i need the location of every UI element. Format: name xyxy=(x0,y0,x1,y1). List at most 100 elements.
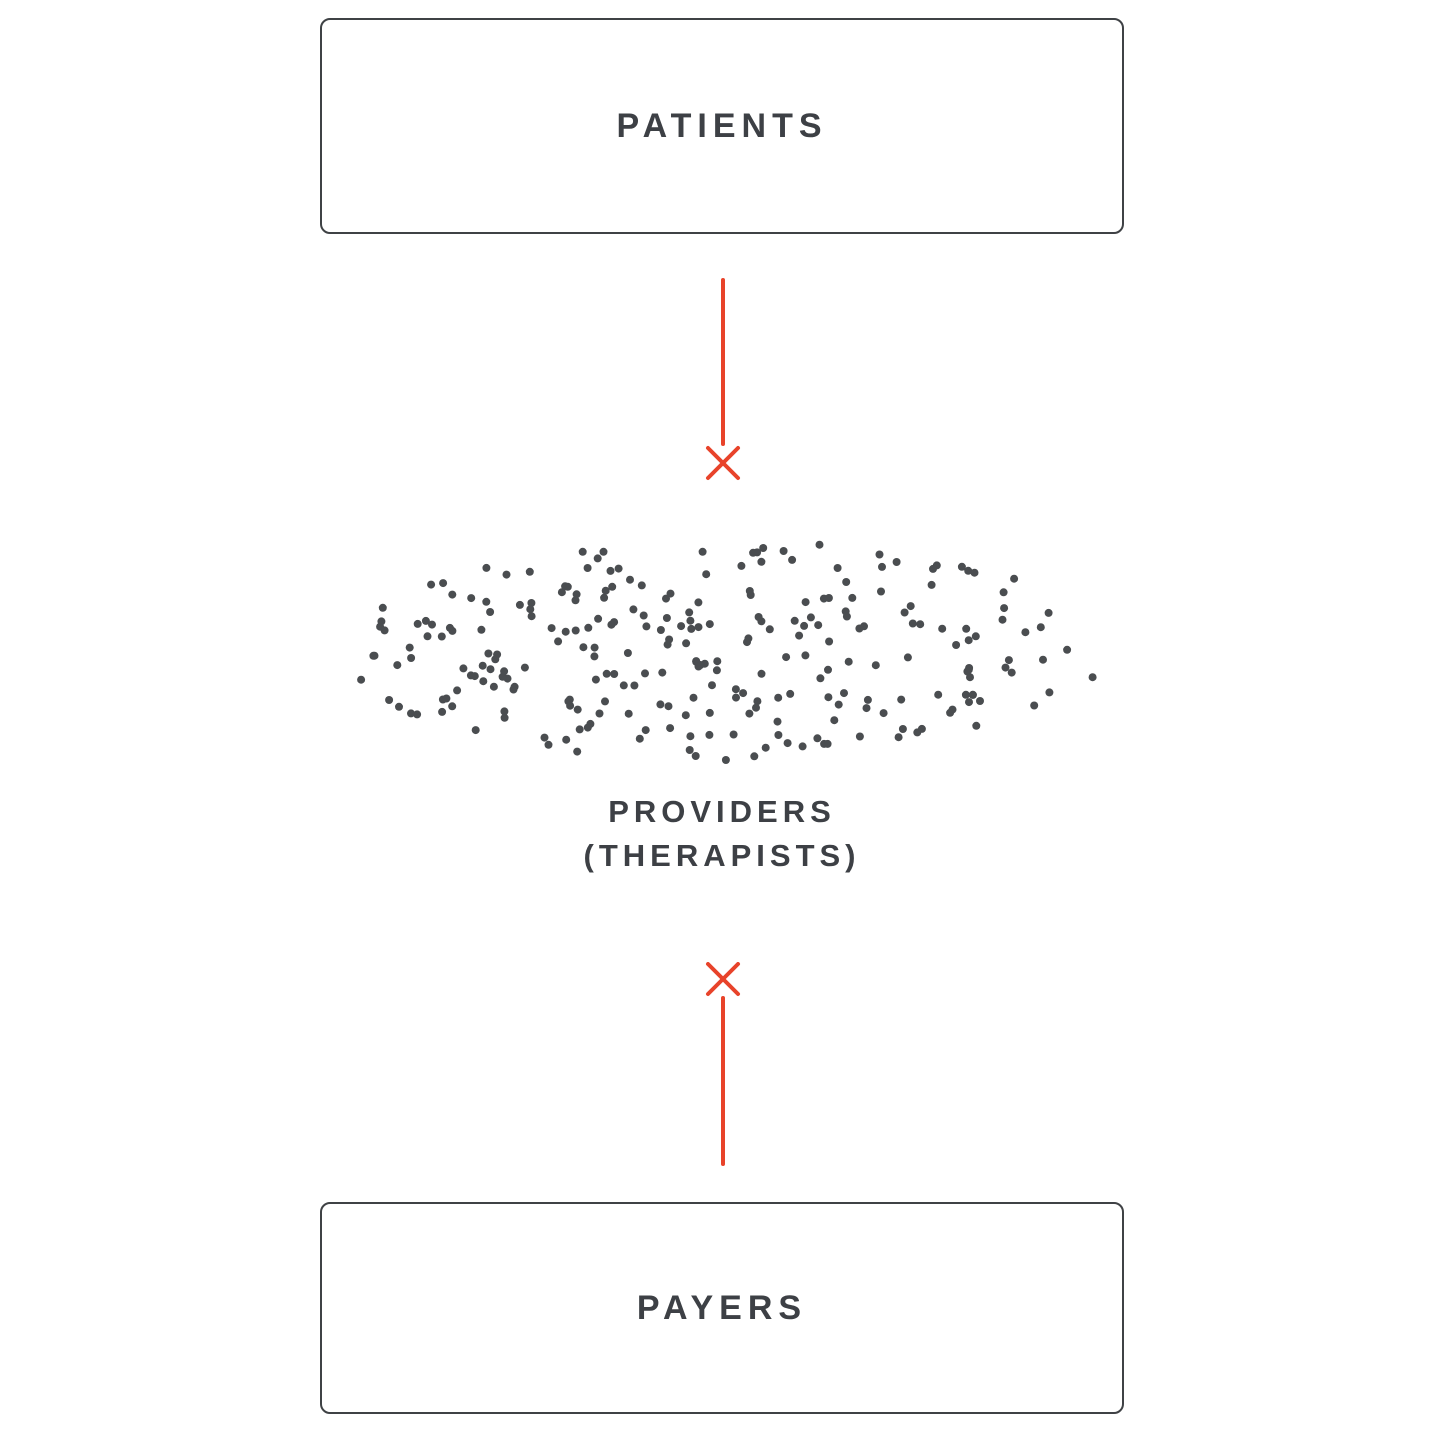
provider-dot xyxy=(478,661,487,670)
provider-dot xyxy=(906,602,915,611)
provider-dot xyxy=(834,700,843,709)
provider-dot xyxy=(686,732,695,741)
provider-dot xyxy=(968,690,977,699)
provider-dot xyxy=(438,707,447,716)
provider-dot xyxy=(578,547,587,556)
provider-dot xyxy=(694,623,703,632)
provider-dot xyxy=(413,619,422,628)
provider-dot xyxy=(898,725,907,733)
provider-dot xyxy=(685,608,694,617)
provider-dot xyxy=(666,724,675,733)
provider-dot xyxy=(795,631,804,640)
provider-dot xyxy=(1000,604,1009,613)
provider-dot xyxy=(500,707,509,716)
provider-dot xyxy=(927,580,936,589)
provider-dot xyxy=(705,708,714,717)
provider-dot xyxy=(962,624,971,633)
provider-dot xyxy=(629,605,638,614)
provider-dot xyxy=(437,632,446,641)
provider-dot xyxy=(774,693,783,702)
provider-dot xyxy=(656,626,665,634)
provider-dot xyxy=(658,668,667,677)
provider-dot xyxy=(800,621,809,630)
provider-dot xyxy=(573,705,582,714)
provider-dot xyxy=(413,710,422,719)
provider-dot xyxy=(378,603,387,612)
provider-dot xyxy=(467,594,476,603)
provider-dot xyxy=(1001,663,1010,672)
provider-dot xyxy=(393,661,402,670)
provider-dot xyxy=(965,698,973,707)
provider-dot xyxy=(689,693,698,702)
provider-dot xyxy=(571,596,580,605)
provider-dot xyxy=(952,641,961,649)
provider-dot xyxy=(642,622,651,631)
provider-dot xyxy=(713,657,722,666)
provider-dot xyxy=(665,635,674,644)
provider-dot xyxy=(579,643,588,652)
provider-dot xyxy=(682,639,691,648)
provider-dot xyxy=(565,695,574,704)
provider-dot xyxy=(1004,656,1013,665)
provider-dot xyxy=(786,689,795,698)
blocked-arrow-down-icon xyxy=(706,278,740,480)
provider-dot xyxy=(459,664,468,673)
provider-dot xyxy=(448,626,457,635)
provider-dot xyxy=(779,547,788,555)
provider-dot xyxy=(976,697,984,705)
provider-dot xyxy=(606,566,615,575)
provider-dot xyxy=(380,626,389,635)
provider-dot xyxy=(584,623,593,632)
provider-dot xyxy=(601,586,610,595)
provider-dot xyxy=(479,677,488,686)
provider-dot xyxy=(484,649,493,658)
provider-dot xyxy=(749,548,758,557)
provider-dot xyxy=(486,665,495,674)
provider-dot xyxy=(599,547,608,556)
provider-dot xyxy=(729,730,738,739)
provider-dot xyxy=(765,625,774,634)
provider-dot xyxy=(1030,701,1039,710)
provider-dot xyxy=(685,746,694,754)
provider-dot xyxy=(708,681,716,690)
provider-dot xyxy=(547,624,556,633)
provider-dot xyxy=(510,682,519,691)
provider-dot xyxy=(527,612,536,621)
provider-dot xyxy=(900,608,909,617)
provider-dot xyxy=(754,613,763,621)
provider-dot xyxy=(744,634,753,643)
provider-dot xyxy=(948,705,957,714)
provider-dot xyxy=(557,588,566,597)
provider-dot xyxy=(759,544,768,552)
provider-dot xyxy=(428,620,436,629)
provider-dot xyxy=(1010,574,1019,583)
provider-dot xyxy=(833,564,842,572)
provider-dot xyxy=(602,669,611,678)
provider-dot xyxy=(916,620,925,629)
provider-dot xyxy=(705,620,714,629)
provider-dot xyxy=(938,624,947,633)
providers-label-line2: (THERAPISTS) xyxy=(583,838,861,873)
provider-dot xyxy=(583,723,592,732)
provider-dot xyxy=(863,695,872,704)
provider-dot xyxy=(875,550,884,559)
provider-dot xyxy=(825,637,834,646)
provider-dot xyxy=(573,747,582,756)
provider-dot xyxy=(999,588,1008,597)
provider-dot xyxy=(806,613,815,622)
provider-dot xyxy=(561,627,570,636)
provider-dot-cloud xyxy=(357,540,1097,764)
providers-label-line1: PROVIDERS xyxy=(608,794,836,829)
provider-dot xyxy=(964,566,973,575)
provider-dot xyxy=(879,709,888,718)
provider-dot xyxy=(848,593,857,602)
provider-dot xyxy=(448,590,457,599)
provider-dot xyxy=(782,653,791,662)
provider-dot xyxy=(972,721,981,730)
provider-dot xyxy=(489,682,498,691)
providers-label: PROVIDERS (THERAPISTS) xyxy=(320,790,1124,878)
provider-dot xyxy=(423,632,432,641)
provider-dot xyxy=(721,756,730,764)
provider-dot xyxy=(591,675,600,684)
